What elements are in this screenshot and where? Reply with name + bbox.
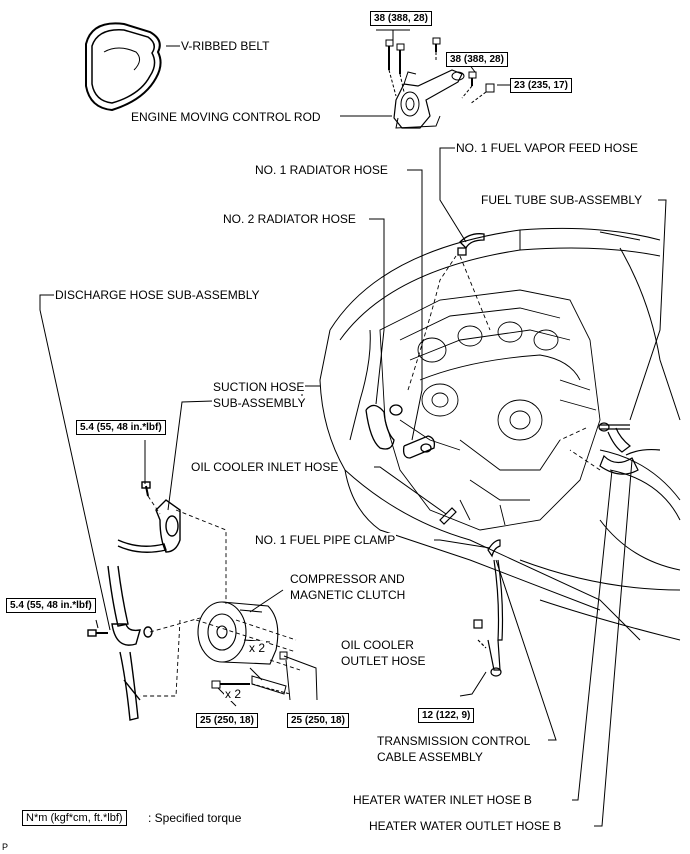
label-no1-fuel-pipe-clamp: NO. 1 FUEL PIPE CLAMP bbox=[254, 533, 397, 547]
engine-moving-control-rod-drawing bbox=[393, 69, 465, 129]
figure-code: P bbox=[2, 842, 9, 852]
torque-compressor-bolt: 25 (250, 18) bbox=[196, 713, 258, 728]
label-fuel-tube-sub-assembly: FUEL TUBE SUB-ASSEMBLY bbox=[480, 193, 644, 207]
fuel-tube-drawing bbox=[598, 422, 661, 475]
label-compressor-line2: MAGNETIC CLUTCH bbox=[289, 588, 407, 602]
label-no2-radiator-hose: NO. 2 RADIATOR HOSE bbox=[222, 212, 357, 226]
torque-rod-nut: 23 (235, 17) bbox=[510, 78, 572, 93]
rod-bolts-drawing bbox=[376, 29, 510, 105]
label-suction-hose-line2: SUB-ASSEMBLY bbox=[212, 396, 307, 410]
legend-description: : Specified torque bbox=[148, 811, 242, 825]
label-compressor-line1: COMPRESSOR AND bbox=[289, 572, 406, 586]
legend-torque-units: N*m (kgf*cm, ft.*lbf) bbox=[22, 810, 127, 826]
label-engine-moving-control-rod: ENGINE MOVING CONTROL ROD bbox=[130, 110, 322, 124]
torque-discharge-bolt: 5.4 (55, 48 in.*lbf) bbox=[6, 598, 96, 613]
oil-cooler-hoses-drawing bbox=[439, 507, 504, 677]
engine-drawing bbox=[379, 289, 601, 531]
label-suction-hose-line1: SUCTION HOSE bbox=[212, 380, 306, 394]
dashed-guides bbox=[140, 255, 601, 697]
leader-lines bbox=[39, 45, 667, 827]
torque-rod-bolts: 38 (388, 28) bbox=[370, 11, 432, 26]
label-oil-cooler-outlet-line1: OIL COOLER bbox=[340, 638, 415, 652]
label-quantity-x2-lower: x 2 bbox=[224, 687, 243, 701]
v-ribbed-belt-drawing bbox=[85, 22, 162, 112]
label-quantity-x2-upper: x 2 bbox=[248, 641, 267, 655]
torque-compressor-nut: 25 (250, 18) bbox=[287, 713, 349, 728]
label-oil-cooler-inlet-hose: OIL COOLER INLET HOSE bbox=[190, 460, 340, 474]
suction-hose-drawing bbox=[117, 481, 181, 553]
label-discharge-hose-sub-assembly: DISCHARGE HOSE SUB-ASSEMBLY bbox=[54, 288, 261, 302]
compressor-bolts-drawing bbox=[211, 651, 291, 695]
label-heater-water-outlet-hose-b: HEATER WATER OUTLET HOSE B bbox=[368, 819, 563, 833]
torque-cable-nut: 12 (122, 9) bbox=[418, 708, 475, 723]
fuel-vapor-hose-drawing bbox=[457, 233, 485, 256]
label-heater-water-inlet-hose-b: HEATER WATER INLET HOSE B bbox=[352, 793, 533, 807]
label-transmission-cable-line2: CABLE ASSEMBLY bbox=[376, 750, 484, 764]
label-oil-cooler-outlet-line2: OUTLET HOSE bbox=[340, 654, 427, 668]
torque-rod-bolt-single: 38 (388, 28) bbox=[446, 52, 508, 67]
label-transmission-cable-line1: TRANSMISSION CONTROL bbox=[376, 734, 532, 748]
label-no1-fuel-vapor-feed-hose: NO. 1 FUEL VAPOR FEED HOSE bbox=[455, 141, 640, 155]
label-no1-radiator-hose: NO. 1 RADIATOR HOSE bbox=[254, 163, 389, 177]
radiator-hoses-drawing bbox=[365, 404, 436, 459]
discharge-hose-drawing bbox=[87, 565, 153, 721]
vehicle-outline bbox=[319, 227, 681, 641]
label-v-ribbed-belt: V-RIBBED BELT bbox=[180, 39, 271, 53]
torque-suction-bolt: 5.4 (55, 48 in.*lbf) bbox=[76, 420, 166, 435]
